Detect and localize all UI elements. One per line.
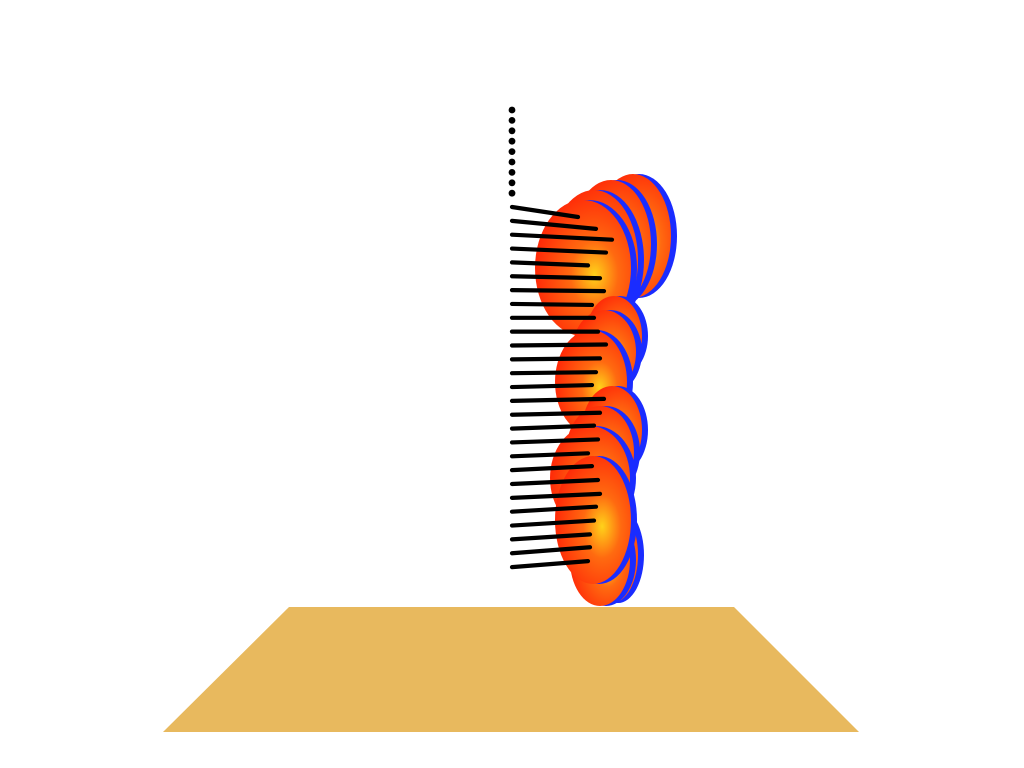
pivot-point-9 xyxy=(508,189,516,197)
pendulum-rod-7 xyxy=(509,288,607,294)
pendulum-rod-3 xyxy=(509,232,615,242)
pendulum-rod-13 xyxy=(509,370,599,376)
pendulum-rod-15 xyxy=(509,396,607,403)
pivot-point-6 xyxy=(508,158,516,166)
pendulum-rod-14 xyxy=(509,382,595,390)
pendulum-rod-16 xyxy=(509,410,603,417)
pendulum-rod-22 xyxy=(509,491,603,500)
pendulum-rod-1 xyxy=(509,204,581,220)
pivot-point-1 xyxy=(508,106,516,114)
pendulum-rod-21 xyxy=(509,477,601,487)
pendulum-rod-5 xyxy=(509,260,591,268)
pendulum-rod-18 xyxy=(509,437,601,445)
pivot-point-8 xyxy=(508,179,516,187)
pendulum-rod-27 xyxy=(509,558,591,570)
pendulum-rod-20 xyxy=(509,464,595,473)
pendulum-rod-4 xyxy=(509,246,609,255)
pendulum-rod-6 xyxy=(509,274,603,281)
pendulum-rod-8 xyxy=(509,301,595,308)
pendulum-rod-2 xyxy=(509,218,599,231)
floor-plane xyxy=(163,607,859,732)
pivot-point-3 xyxy=(508,127,516,135)
pendulum-rod-19 xyxy=(509,451,591,459)
pendulum-rod-23 xyxy=(509,504,599,514)
pendulum-rod-25 xyxy=(509,532,593,542)
pendulum-rod-17 xyxy=(509,423,597,431)
pendulum-rod-24 xyxy=(509,518,597,528)
pivot-point-2 xyxy=(508,117,516,124)
pendulum-rod-12 xyxy=(509,356,603,362)
pendulum-rod-26 xyxy=(509,545,593,556)
pendulum-rod-11 xyxy=(509,342,609,348)
pivot-point-7 xyxy=(508,169,516,176)
pivot-point-5 xyxy=(508,148,516,156)
pivot-point-4 xyxy=(508,137,516,145)
